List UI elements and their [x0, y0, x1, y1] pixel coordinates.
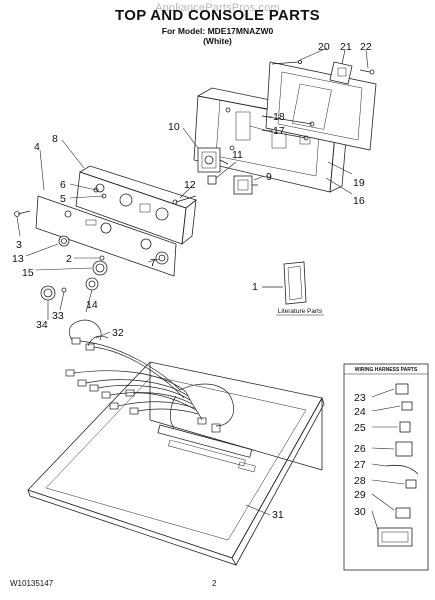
callout-32: 32 — [112, 327, 124, 339]
callout-18: 18 — [273, 111, 285, 123]
callout-27: 27 — [354, 459, 366, 471]
rear-console-cover — [265, 60, 377, 151]
callout-28: 28 — [354, 475, 366, 487]
console-front-panel — [75, 165, 197, 245]
page-number: 2 — [212, 579, 217, 588]
callout-23: 23 — [354, 392, 366, 404]
callout-4: 4 — [34, 141, 40, 153]
page-title: TOP AND CONSOLE PARTS — [115, 7, 320, 24]
wiring-harness-panel — [343, 363, 429, 571]
callout-13: 13 — [12, 253, 24, 265]
callout-10: 10 — [168, 121, 180, 133]
callout-9: 9 — [266, 171, 272, 183]
callout-11: 11 — [232, 149, 243, 161]
callout-3: 3 — [16, 239, 22, 251]
callout-15: 15 — [22, 267, 34, 279]
callout-2: 2 — [66, 253, 72, 265]
wire-harness — [65, 319, 234, 433]
callout-25: 25 — [354, 422, 366, 434]
top-cover — [27, 361, 325, 566]
callout-12: 12 — [184, 179, 196, 191]
color-line: (White) — [203, 36, 232, 46]
callout-8: 8 — [52, 133, 58, 145]
callout-16: 16 — [353, 195, 365, 207]
wiring-panel-title: WIRING HARNESS PARTS — [355, 367, 418, 373]
console-overlay — [35, 195, 177, 277]
model-line: For Model: MDE17MNAZW0 — [161, 26, 274, 36]
callout-1: 1 — [252, 281, 258, 293]
callout-20: 20 — [318, 41, 330, 53]
callout-34: 34 — [36, 319, 48, 331]
watermark: AppliancePartsPros.com — [155, 2, 280, 14]
knobs-and-fasteners — [14, 187, 169, 301]
callout-26: 26 — [354, 443, 366, 455]
document-number: W10135147 — [10, 579, 54, 588]
timer — [197, 147, 229, 173]
callout-6: 6 — [60, 179, 66, 191]
callout-numbers: 20 21 22 18 17 19 16 10 11 9 12 8 4 6 5 … — [12, 41, 372, 521]
push-switch — [233, 175, 258, 195]
callout-29: 29 — [354, 489, 366, 501]
callout-7: 7 — [150, 257, 156, 269]
callout-33: 33 — [52, 310, 64, 322]
callout-24: 24 — [354, 406, 366, 418]
callout-21: 21 — [340, 41, 352, 53]
console-screws — [261, 115, 315, 141]
callout-22: 22 — [360, 41, 372, 53]
leader-lines — [16, 47, 405, 531]
callout-5: 5 — [60, 193, 66, 205]
callout-30: 30 — [354, 506, 366, 518]
callout-19: 19 — [353, 177, 365, 189]
callout-14: 14 — [86, 299, 98, 311]
literature-label: Literature Parts — [278, 308, 323, 315]
callout-17: 17 — [273, 125, 285, 137]
callout-31: 31 — [272, 509, 284, 521]
literature-parts — [262, 261, 307, 305]
